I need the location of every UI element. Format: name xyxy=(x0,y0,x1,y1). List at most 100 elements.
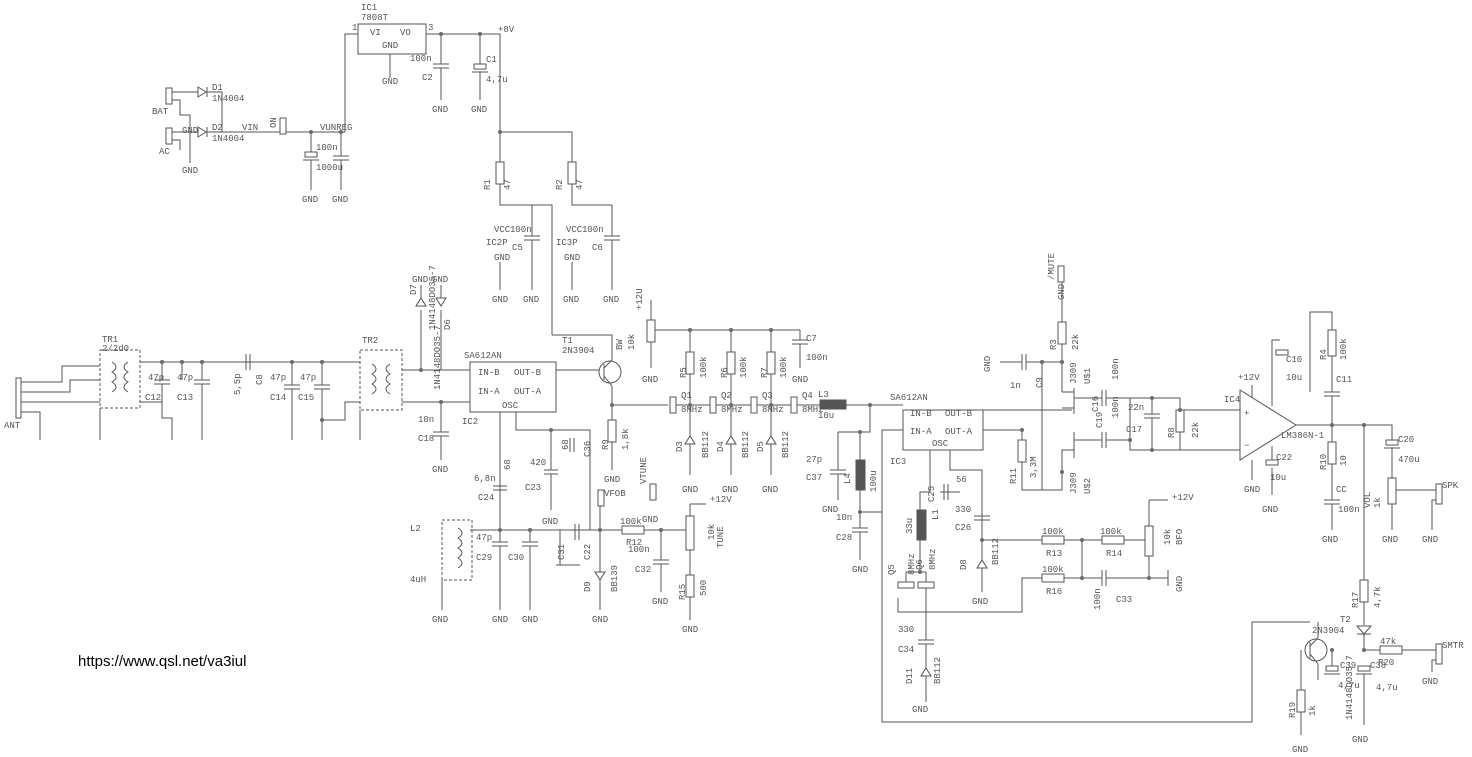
gnd-label: GND xyxy=(972,597,988,607)
q4-crystal xyxy=(790,396,798,414)
c5-value: 100n xyxy=(510,225,532,235)
r4-label: R4 xyxy=(1319,349,1329,360)
ic1-label: IC1 xyxy=(361,3,377,13)
q6-value: 8MHz xyxy=(928,548,938,570)
c22-label: C22 xyxy=(1276,453,1292,463)
c-100n: 100n xyxy=(316,143,338,153)
c29-value: 47p xyxy=(476,533,492,543)
q1-crystal xyxy=(669,396,677,414)
ant-label: ANT xyxy=(4,421,21,431)
on-switch xyxy=(279,117,287,135)
c10-cap xyxy=(1275,349,1289,356)
t1-type: 2N3904 xyxy=(562,346,594,356)
c19-value: 100n xyxy=(1111,358,1121,380)
gnd-label: GND xyxy=(382,77,398,87)
d8-varactor xyxy=(976,559,988,569)
c28-label: C28 xyxy=(836,533,852,543)
gnd-label: GND xyxy=(682,625,698,635)
c28-value: 10n xyxy=(836,513,852,523)
c22-cap xyxy=(1265,459,1279,466)
q6-crystal xyxy=(917,581,935,589)
ic1-pin3: 3 xyxy=(428,23,433,33)
l1-label: L1 xyxy=(931,509,941,520)
c37-label: C37 xyxy=(806,473,822,483)
gnd-label: GND xyxy=(652,597,668,607)
gnd-label: GND xyxy=(492,295,508,305)
l3-label: L3 xyxy=(818,390,829,400)
d3-type: BB112 xyxy=(701,431,711,458)
vtune-label: VTUNE xyxy=(639,457,649,484)
d9-type: BB139 xyxy=(610,565,620,592)
c38-value: 4,7u xyxy=(1376,683,1398,693)
vin-label: VIN xyxy=(242,123,258,133)
junctions xyxy=(160,32,1366,652)
d7-label: D7 xyxy=(409,284,419,295)
gnd-label: GND xyxy=(722,485,738,495)
q1-value: 8MHz xyxy=(681,405,703,415)
mixer2: SA612AN IN-B IN-A OUT-B OUT-A OSC IC3 C2… xyxy=(881,393,1310,723)
gnd-label: GND xyxy=(542,517,558,527)
c9-value: 1n xyxy=(1010,381,1021,391)
c20-value: 470u xyxy=(1398,455,1420,465)
gnd-label: GND xyxy=(1262,505,1278,515)
ic1-pin1: 1 xyxy=(352,23,357,33)
c29-label: C29 xyxy=(476,553,492,563)
r11-label: R11 xyxy=(1009,468,1019,484)
d2-type: 1N4004 xyxy=(212,134,244,144)
r11-value: 3,3M xyxy=(1029,456,1039,478)
audio-stage: /MUTE GND R3 22k GND 1n C9 J309 U$1 J309… xyxy=(983,253,1464,755)
gnd-label: GND xyxy=(563,295,579,305)
r16-value: 100k xyxy=(1042,565,1064,575)
power-supply: IC1 7808T VI VO GND 1 3 GND +8V 100n C2 … xyxy=(152,3,620,335)
d2-diode xyxy=(197,126,207,138)
c22-label: C22 xyxy=(583,544,593,560)
ic1-regulator xyxy=(357,23,427,55)
r6-label: R6 xyxy=(720,367,730,378)
r16-label: R16 xyxy=(1046,587,1062,597)
r20-value: 47k xyxy=(1380,637,1396,647)
q3-crystal xyxy=(750,396,758,414)
ic2-osc: OSC xyxy=(502,401,519,411)
u1-label: U$1 xyxy=(1083,368,1093,384)
q4-value: 8MHz xyxy=(802,405,824,415)
cc-value: 100n xyxy=(1338,505,1360,515)
gnd-label: GND xyxy=(471,105,487,115)
c17-value: 22n xyxy=(1128,403,1144,413)
q5-crystal xyxy=(897,581,915,589)
ic4-label: IC4 xyxy=(1224,395,1240,405)
plus12v-label: +12V xyxy=(1172,493,1194,503)
c9-label: C9 xyxy=(1035,377,1045,388)
gnd-label: GND xyxy=(642,515,658,525)
r7-label: R7 xyxy=(760,367,770,378)
gnd-label: GND xyxy=(604,475,620,485)
ic2-inb: IN-B xyxy=(478,368,500,378)
ic2-outb: OUT-B xyxy=(514,368,542,378)
spk-label: SPK xyxy=(1442,481,1459,491)
c-68b: 68 xyxy=(561,439,571,450)
c-68: 68 xyxy=(503,459,513,470)
plus12u-label: +12U xyxy=(635,288,645,310)
tr1-type: 2/2d0 xyxy=(102,344,129,354)
r2-value: 47 xyxy=(575,179,585,190)
r20-label: R20 xyxy=(1378,658,1394,668)
ac-label: AC xyxy=(159,147,170,157)
gnd-label: GND xyxy=(494,253,510,263)
cc-label: CC xyxy=(1336,485,1347,495)
d4-type: BB112 xyxy=(741,431,751,458)
gnd-label: GND xyxy=(1322,535,1338,545)
r12-label: R12 xyxy=(626,538,642,548)
c22-value: 10u xyxy=(1270,473,1286,483)
gnd-label: GND xyxy=(182,126,198,136)
d1-label: D1 xyxy=(212,83,223,93)
gnd-label: GND xyxy=(603,295,619,305)
front-end: ANT TR1 2/2d0 47p C12 47p C13 5,5p C8 47… xyxy=(4,265,470,460)
c26-label: C26 xyxy=(955,523,971,533)
t2-type: 2N3904 xyxy=(1312,626,1344,636)
q5-value: 8MHz xyxy=(907,553,917,575)
gnd-label: GND xyxy=(1175,576,1185,592)
gnd-label: GND xyxy=(432,275,448,285)
ic2-outa: OUT-A xyxy=(514,387,542,397)
q4-label: Q4 xyxy=(802,391,813,401)
ic1-gnd: GND xyxy=(382,41,398,51)
u1-type: J309 xyxy=(1069,362,1079,384)
